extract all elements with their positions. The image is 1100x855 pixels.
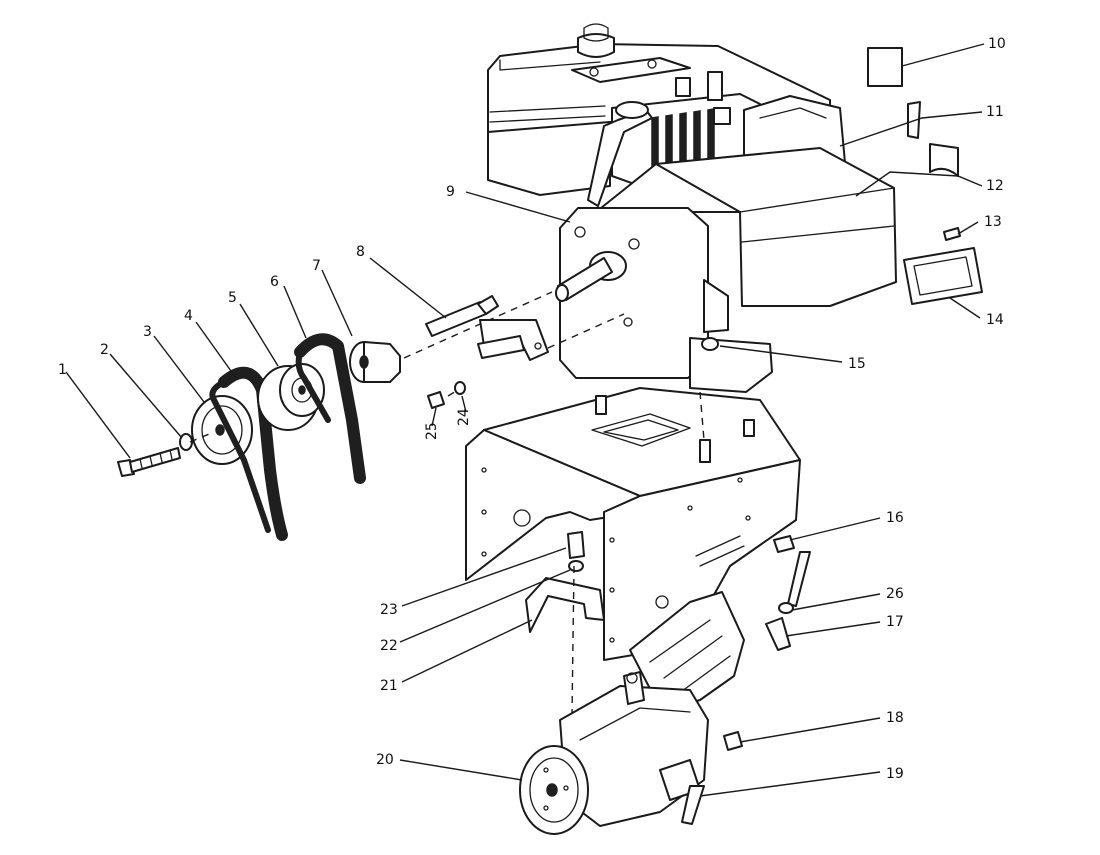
- frame-left-wall: [465, 429, 641, 581]
- washer-24: [454, 381, 466, 395]
- drive-components: [117, 291, 625, 541]
- callout-6: 6: [270, 274, 279, 290]
- callout-22: 22: [380, 638, 398, 654]
- callout-labels: 1 2 3 4 5 6 7 8 9 10 11 12 13 14 15 16 2…: [58, 36, 1006, 782]
- callout-10: 10: [988, 36, 1006, 52]
- cooling-fins: [651, 108, 715, 172]
- bolt-1: [117, 447, 181, 477]
- callout-9: 9: [446, 184, 455, 200]
- callout-24: 24: [456, 408, 472, 426]
- callout-26: 26: [886, 586, 904, 602]
- engine-assembly: [487, 23, 897, 393]
- fitting-17: [765, 617, 791, 651]
- callout-1: 1: [58, 362, 67, 378]
- rod-26: [787, 551, 811, 607]
- washer-2: [179, 433, 193, 451]
- spring-19: [681, 785, 705, 825]
- callout-13: 13: [984, 214, 1002, 230]
- nut-18: [723, 731, 743, 751]
- frame-holes: [481, 467, 751, 643]
- frame-right-wall: [603, 459, 801, 661]
- callout-2: 2: [100, 342, 109, 358]
- callout-11: 11: [986, 104, 1004, 120]
- decals: [867, 47, 983, 305]
- engine-base: [689, 337, 773, 393]
- leader-lines: [65, 43, 985, 797]
- washer-22: [568, 560, 584, 572]
- lower-assembly: [519, 531, 811, 835]
- callout-16: 16: [886, 510, 904, 526]
- gasket-14: [903, 247, 983, 305]
- bracket-21: [525, 577, 605, 633]
- engine-block: [595, 147, 897, 307]
- bolt-16: [773, 535, 795, 553]
- callout-3: 3: [143, 324, 152, 340]
- callout-15: 15: [848, 356, 866, 372]
- callout-18: 18: [886, 710, 904, 726]
- bolt-23: [567, 531, 585, 559]
- belt-4: [218, 366, 288, 541]
- callout-17: 17: [886, 614, 904, 630]
- callout-12: 12: [986, 178, 1004, 194]
- callout-19: 19: [886, 766, 904, 782]
- pulley-7: [349, 341, 401, 383]
- callout-14: 14: [986, 312, 1004, 328]
- crankcase-cover: [559, 207, 709, 379]
- pulley-20: [519, 745, 589, 835]
- bracket-8: [425, 295, 549, 361]
- fitting-13: [943, 227, 961, 241]
- callout-4: 4: [184, 308, 193, 324]
- callout-5: 5: [228, 290, 237, 306]
- dipstick-tube: [587, 109, 653, 207]
- belt-6: [294, 333, 366, 484]
- frame-plate: [465, 387, 801, 661]
- callout-21: 21: [380, 678, 398, 694]
- decal-10: [867, 47, 903, 87]
- callout-23: 23: [380, 602, 398, 618]
- callout-25: 25: [424, 422, 440, 440]
- callout-8: 8: [356, 244, 365, 260]
- bolt-25: [427, 391, 445, 409]
- callout-7: 7: [312, 258, 321, 274]
- callout-20: 20: [376, 752, 394, 768]
- decal-12: [929, 143, 959, 177]
